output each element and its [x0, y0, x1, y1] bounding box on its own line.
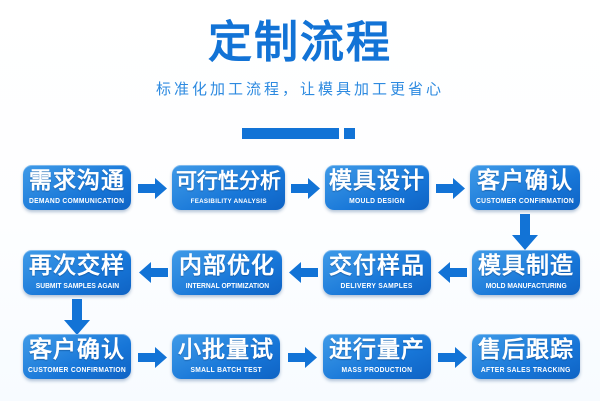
- arrow-left-icon-2: [289, 262, 318, 283]
- flow-step-subtitle: INTERNAL OPTIMIZATION: [185, 283, 269, 290]
- page-title: 定制流程: [208, 17, 392, 68]
- divider-square: [344, 128, 355, 139]
- flow-step-subtitle: MOLD MANUFACTURING: [485, 283, 567, 290]
- flow-step-title: 客户确认: [29, 337, 125, 363]
- flow-step-demand-communication[interactable]: 需求沟通 DEMAND COMMUNICATION: [23, 165, 131, 210]
- flow-step-title: 售后跟踪: [478, 337, 574, 363]
- flow-step-small-batch-test[interactable]: 小批量试 SMALL BATCH TEST: [172, 334, 280, 379]
- arrow-right-icon-2: [291, 178, 320, 199]
- flow-step-subtitle: CUSTOMER CONFIRMATION: [27, 367, 127, 374]
- page-subtitle: 标准化加工流程，让模具加工更省心: [155, 80, 444, 98]
- flow-step-title: 进行量产: [329, 337, 425, 363]
- flow-step-subtitle: SMALL BATCH TEST: [190, 367, 262, 374]
- flow-step-subtitle: AFTER SALES TRACKING: [481, 367, 571, 374]
- arrow-right-icon-6: [438, 347, 467, 368]
- flow-step-subtitle: MOULD DESIGN: [349, 198, 405, 205]
- flow-step-customer-confirmation-2[interactable]: 客户确认 CUSTOMER CONFIRMATION: [23, 334, 131, 379]
- flow-step-delivery-samples[interactable]: 交付样品 DELIVERY SAMPLES: [323, 250, 431, 295]
- flow-step-title: 再次交样: [29, 253, 125, 279]
- arrow-right-icon-1: [138, 178, 167, 199]
- flow-step-subtitle: DEMAND COMMUNICATION: [29, 198, 125, 205]
- arrow-right-icon-4: [138, 347, 167, 368]
- arrow-down-icon-2: [64, 299, 90, 335]
- arrow-right-icon-5: [288, 347, 317, 368]
- flow-step-title: 内部优化: [179, 253, 275, 279]
- flow-step-subtitle: SUBMIT SAMPLES AGAIN: [35, 283, 119, 290]
- divider-bar: [242, 128, 339, 139]
- flow-step-title: 客户确认: [477, 168, 573, 194]
- flow-step-title: 小批量试: [178, 337, 274, 363]
- header: 定制流程 标准化加工流程，让模具加工更省心: [0, 0, 600, 99]
- flow-step-after-sales-tracking[interactable]: 售后跟踪 AFTER SALES TRACKING: [472, 334, 580, 379]
- flow-step-internal-optimization[interactable]: 内部优化 INTERNAL OPTIMIZATION: [172, 250, 282, 295]
- flow-step-subtitle: DELIVERY SAMPLES: [340, 283, 414, 290]
- flow-step-title: 交付样品: [329, 253, 425, 279]
- flow-step-submit-samples-again[interactable]: 再次交样 SUBMIT SAMPLES AGAIN: [23, 250, 131, 295]
- flow-step-subtitle: FEASIBILITY ANALYSIS: [190, 198, 267, 205]
- flow-step-title: 需求沟通: [29, 168, 125, 194]
- flow-step-mass-production[interactable]: 进行量产 MASS PRODUCTION: [323, 334, 431, 379]
- arrow-down-icon-1: [512, 214, 538, 250]
- flow-step-customer-confirmation-1[interactable]: 客户确认 CUSTOMER CONFIRMATION: [470, 165, 580, 210]
- flow-step-title: 可行性分析: [176, 169, 281, 193]
- flow-step-title: 模具设计: [329, 168, 425, 194]
- divider: [0, 128, 600, 139]
- flow-step-mold-manufacturing[interactable]: 模具制造 MOLD MANUFACTURING: [472, 250, 580, 295]
- flow-step-subtitle: MASS PRODUCTION: [341, 367, 413, 374]
- arrow-right-icon-3: [436, 178, 465, 199]
- arrow-left-icon-1: [139, 262, 168, 283]
- flow-step-subtitle: CUSTOMER CONFIRMATION: [475, 198, 575, 205]
- arrow-left-icon-3: [438, 262, 467, 283]
- flow-step-title: 模具制造: [478, 253, 574, 279]
- flow-step-mould-design[interactable]: 模具设计 MOULD DESIGN: [325, 165, 429, 210]
- flow-step-feasibility-analysis[interactable]: 可行性分析 FEASIBILITY ANALYSIS: [172, 165, 285, 210]
